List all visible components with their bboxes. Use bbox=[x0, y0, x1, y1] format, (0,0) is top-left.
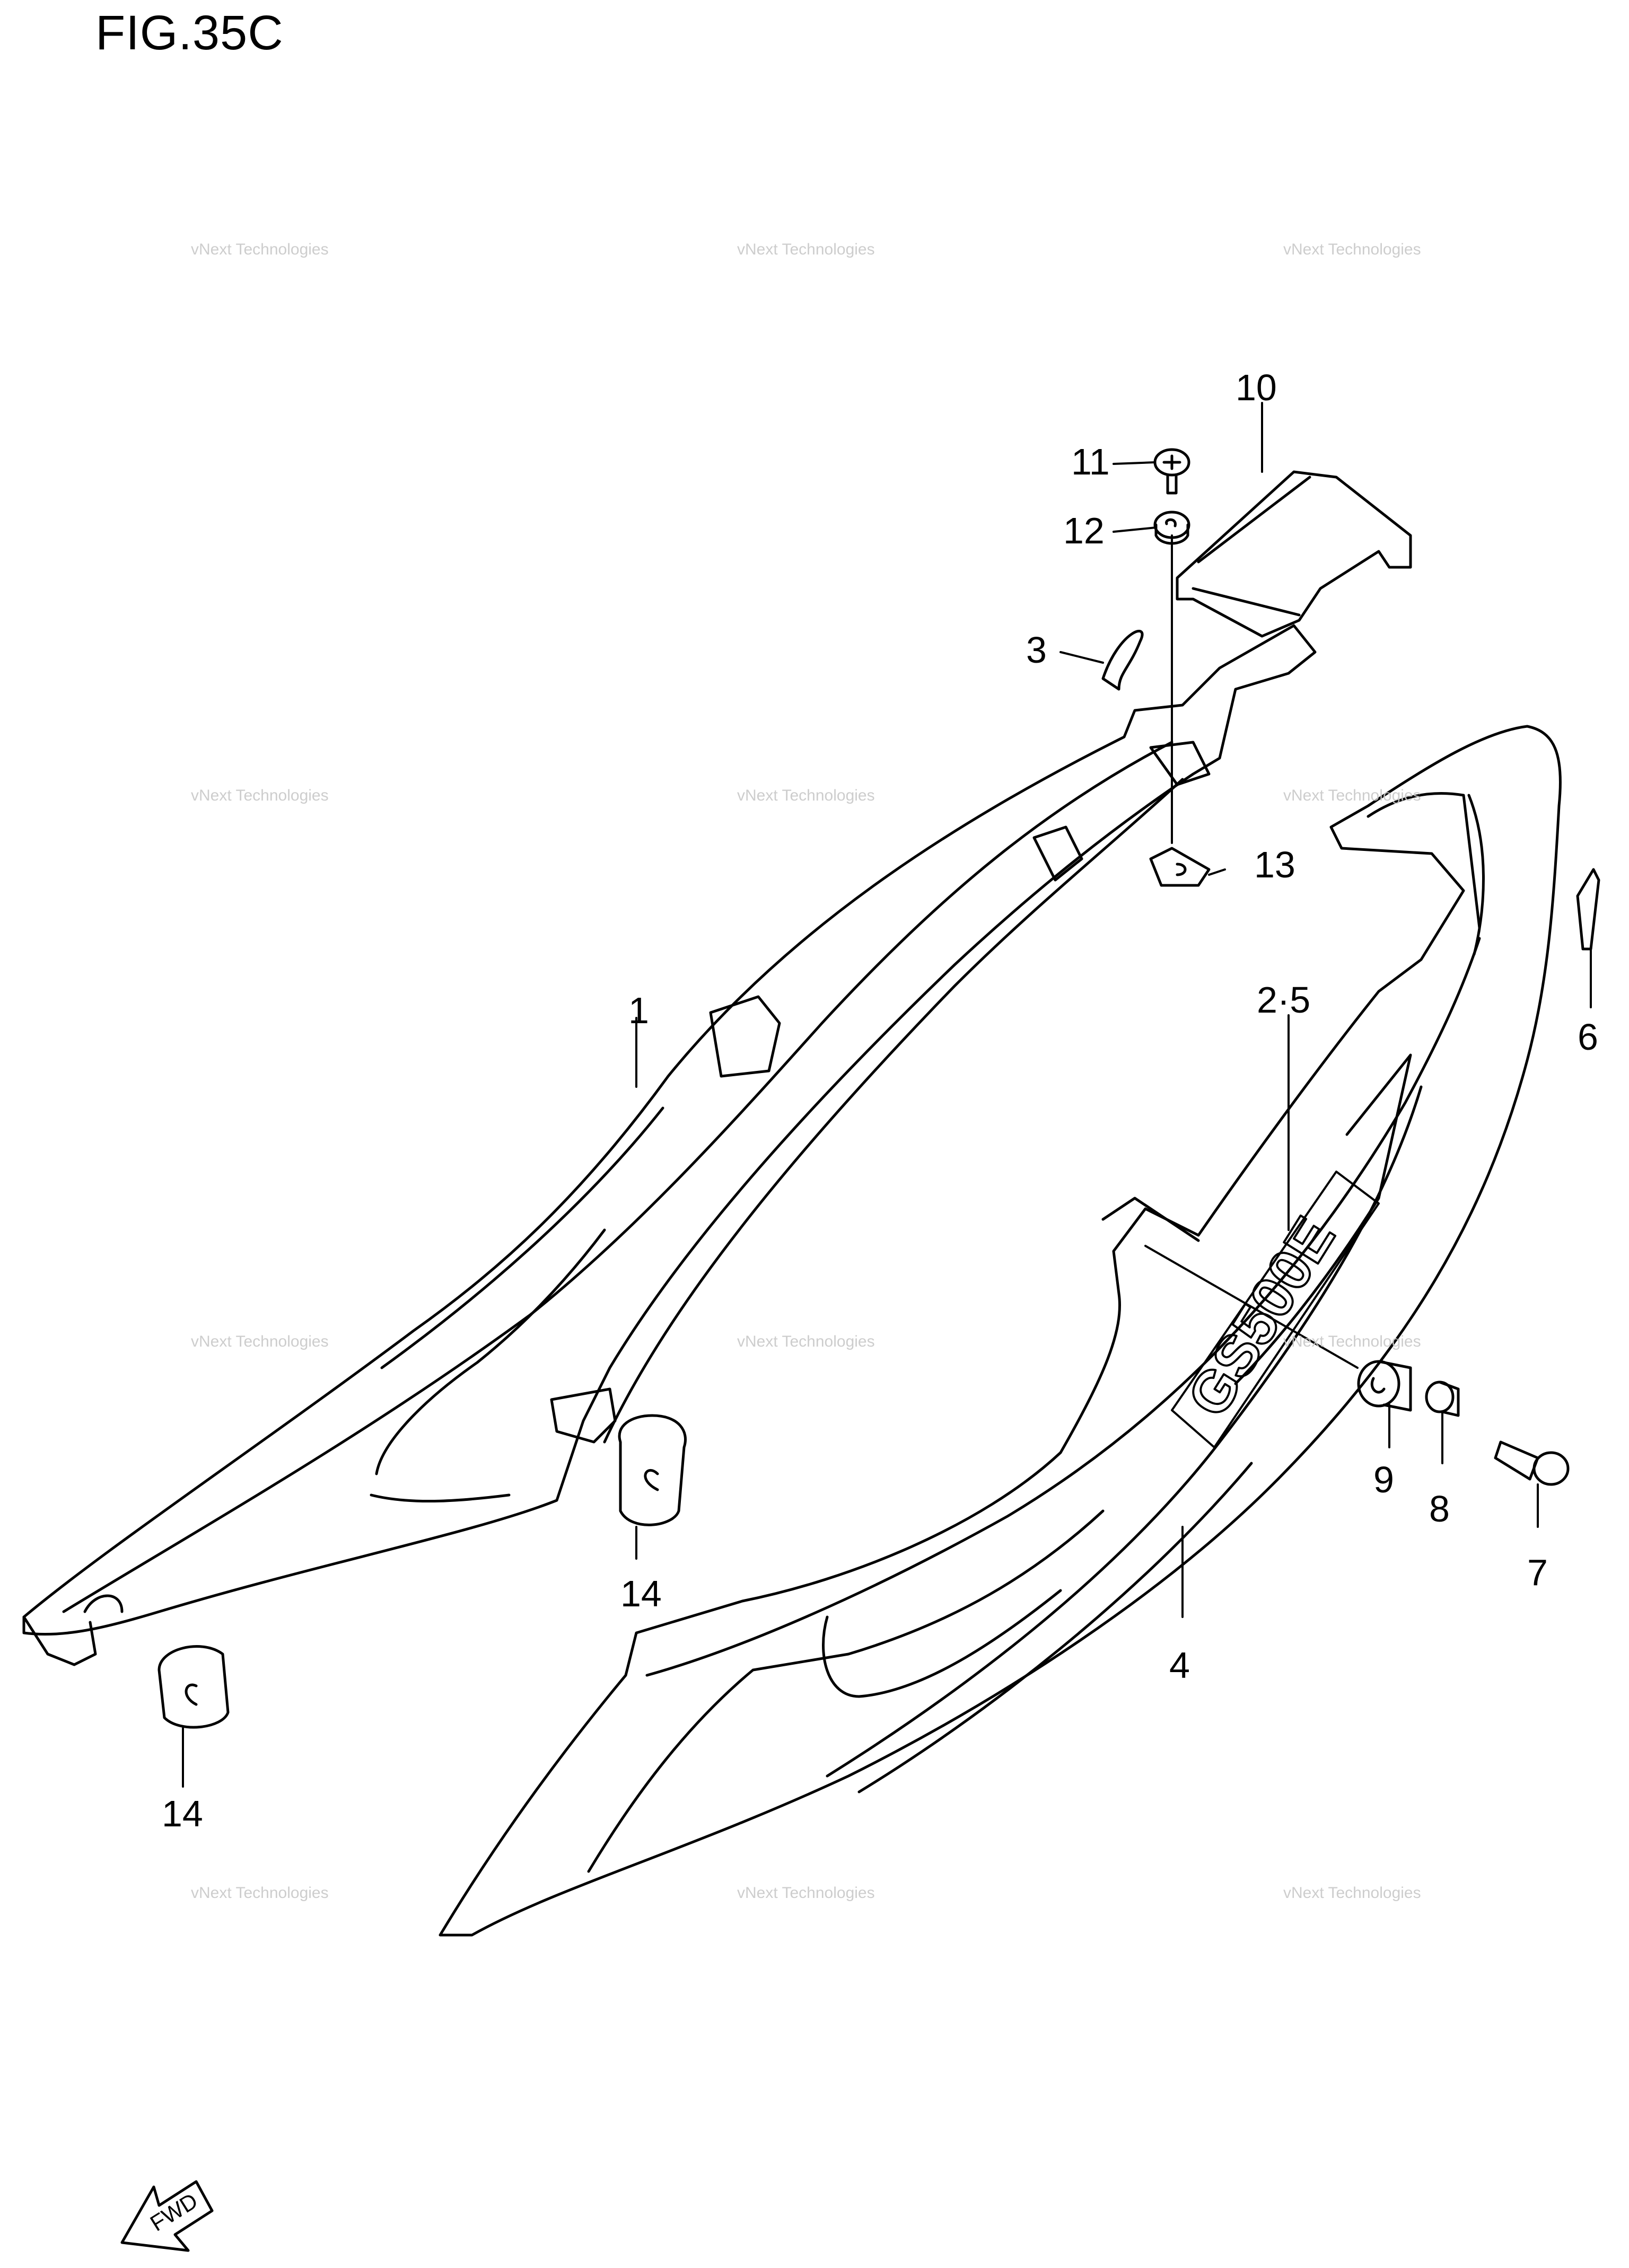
callout-12: 12 bbox=[1063, 510, 1105, 551]
callout-13: 13 bbox=[1254, 844, 1295, 885]
decal-gs500e: GS500E bbox=[1171, 1171, 1380, 1448]
callout-9: 9 bbox=[1373, 1459, 1394, 1500]
svg-text:vNext Technologies: vNext Technologies bbox=[1283, 1333, 1421, 1350]
grommet-14-upper bbox=[618, 1414, 687, 1526]
fwd-arrow-icon: FWD bbox=[120, 2180, 214, 2252]
callout-4: 4 bbox=[1169, 1645, 1190, 1686]
nut-plate-13 bbox=[1149, 847, 1211, 887]
svg-text:vNext Technologies: vNext Technologies bbox=[1283, 241, 1421, 258]
svg-text:vNext Technologies: vNext Technologies bbox=[737, 1333, 875, 1350]
callout-6: 6 bbox=[1578, 1016, 1598, 1058]
figure-title: FIG.35C bbox=[95, 6, 284, 60]
watermark: vNext Technologies vNext Technologies vN… bbox=[191, 241, 1421, 1902]
watermarks: vNext Technologies vNext Technologies vN… bbox=[191, 241, 1421, 1902]
svg-text:vNext Technologies: vNext Technologies bbox=[737, 241, 875, 258]
svg-text:vNext Technologies: vNext Technologies bbox=[737, 1884, 875, 1902]
emblem-6 bbox=[1576, 868, 1600, 951]
svg-text:vNext Technologies: vNext Technologies bbox=[737, 787, 875, 804]
decal-label: GS500E bbox=[1175, 1206, 1347, 1428]
leader-lines bbox=[182, 402, 1592, 1788]
svg-text:vNext Technologies: vNext Technologies bbox=[191, 1333, 329, 1350]
callout-8: 8 bbox=[1429, 1488, 1450, 1529]
callout-14-upper: 14 bbox=[620, 1573, 662, 1614]
svg-text:vNext Technologies: vNext Technologies bbox=[1283, 1884, 1421, 1902]
svg-text:vNext Technologies: vNext Technologies bbox=[191, 787, 329, 804]
callout-labels: 1 2·5 3 4 6 7 8 9 10 11 12 13 14 14 bbox=[162, 367, 1598, 1834]
frame-cover-left bbox=[22, 624, 1317, 1666]
bolt-7 bbox=[1494, 1440, 1570, 1486]
callout-3: 3 bbox=[1026, 629, 1047, 671]
callout-7: 7 bbox=[1527, 1552, 1548, 1593]
svg-text:vNext Technologies: vNext Technologies bbox=[191, 241, 329, 258]
callout-10: 10 bbox=[1236, 367, 1277, 408]
screw-11 bbox=[1153, 448, 1190, 495]
frame-cover-right: GS500E bbox=[439, 725, 1562, 1937]
collar-8 bbox=[1425, 1381, 1460, 1417]
grommet-9 bbox=[1357, 1360, 1412, 1412]
center-cover bbox=[1176, 470, 1412, 638]
callout-1: 1 bbox=[628, 990, 649, 1031]
svg-text:vNext Technologies: vNext Technologies bbox=[1283, 787, 1421, 804]
clip-3 bbox=[1101, 629, 1144, 691]
callout-2-5: 2·5 bbox=[1257, 979, 1310, 1021]
callout-11: 11 bbox=[1071, 441, 1110, 482]
callout-14-lower: 14 bbox=[162, 1793, 203, 1834]
svg-text:vNext Technologies: vNext Technologies bbox=[191, 1884, 329, 1902]
grommet-14-lower bbox=[157, 1645, 230, 1729]
